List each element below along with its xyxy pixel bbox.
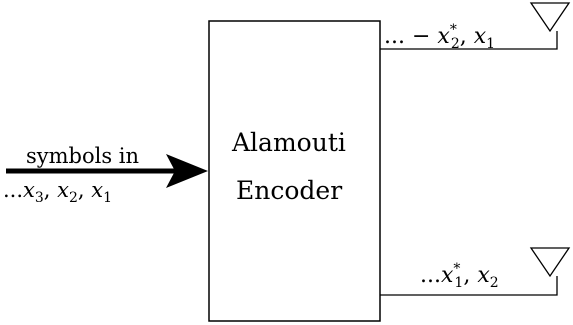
input-sequence-prefix: ... — [3, 178, 24, 202]
input-symbol-1: x3 — [23, 178, 44, 206]
output-line-bottom — [380, 276, 558, 296]
antenna-top-term-2: x1 — [473, 24, 496, 52]
input-sequence: ...x3, x2, x1 — [3, 178, 113, 206]
input-symbol-3: x1 — [91, 178, 113, 206]
antenna-top-signal: ... − x*2, x1 — [384, 22, 496, 52]
encoder-block — [208, 20, 381, 322]
antenna-top-icon — [529, 2, 571, 33]
input-arrow-head — [166, 154, 208, 188]
antenna-top-prefix: ... − — [384, 24, 438, 49]
antenna-bottom-prefix: ... — [420, 263, 441, 288]
antenna-bottom-icon — [529, 247, 571, 278]
input-label: symbols in — [26, 144, 140, 168]
encoder-title-line2: Encoder — [236, 176, 343, 205]
encoder-title-line1: Alamouti — [232, 128, 346, 157]
antenna-top-term-1: x*2 — [437, 22, 460, 52]
input-symbol-2: x2 — [57, 178, 78, 206]
antenna-bottom-term-2: x2 — [477, 263, 499, 291]
antenna-bottom-signal: ...x*1, x2 — [420, 261, 499, 291]
output-line-top — [380, 31, 558, 50]
antenna-bottom-term-1: x*1 — [440, 261, 464, 291]
